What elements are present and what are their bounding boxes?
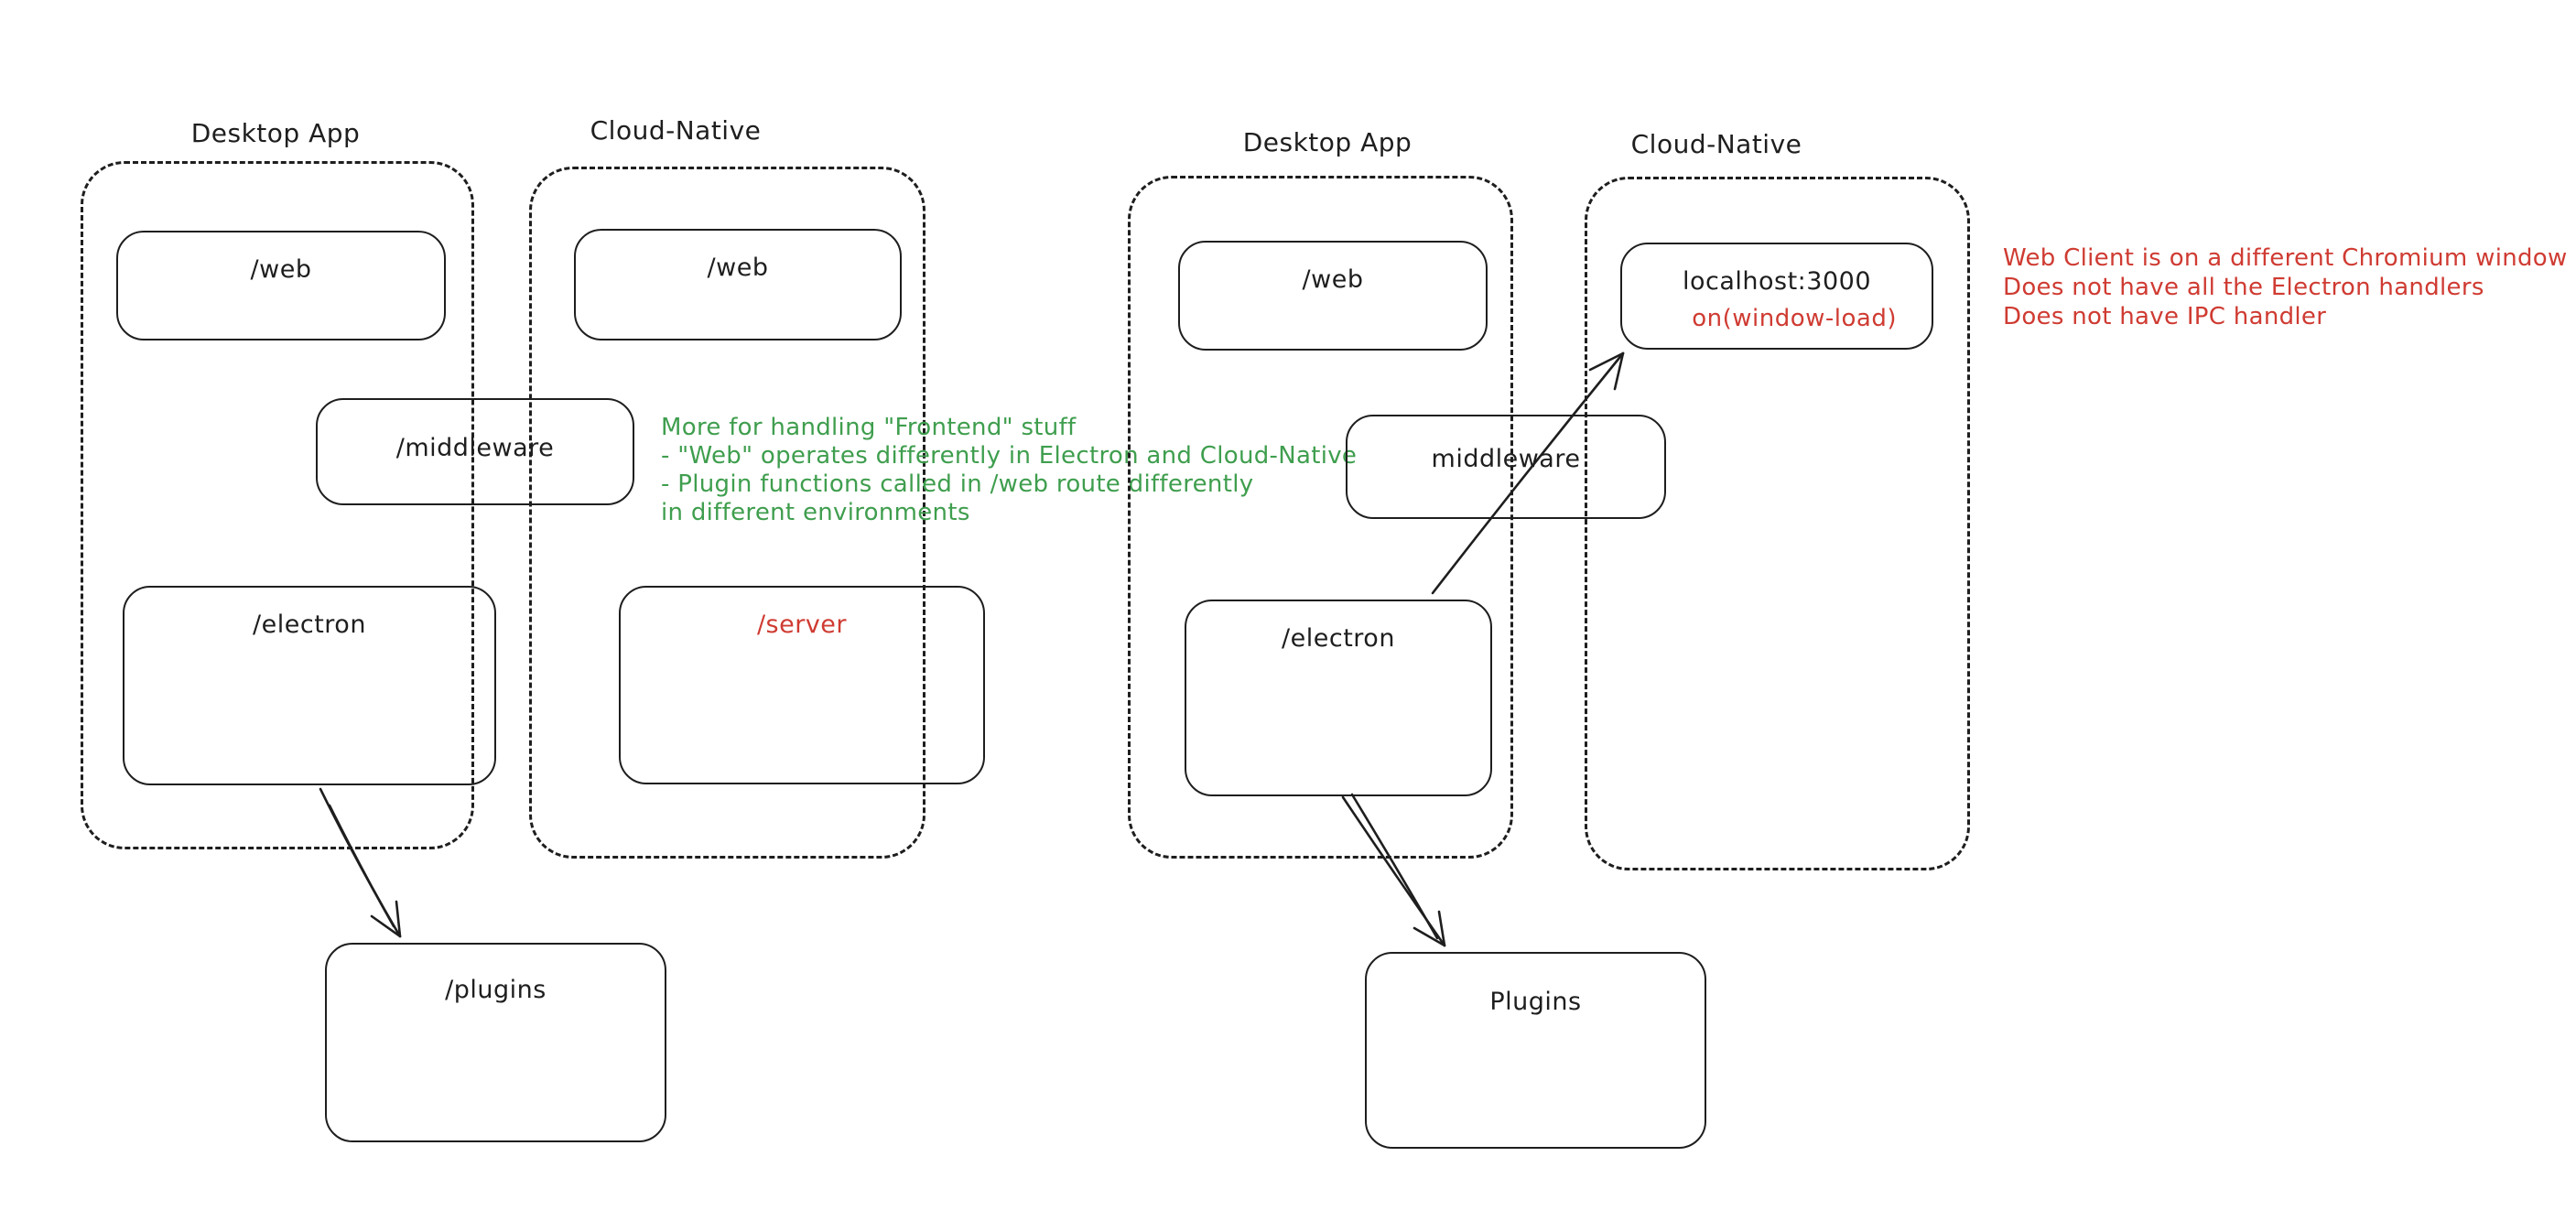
left-cloud-native-container[interactable] (529, 167, 925, 859)
left-desktop-app-title[interactable]: Desktop App (190, 118, 361, 148)
green-annotation-line-4: in different environments (661, 499, 970, 526)
left-cloud-web-box[interactable]: /web (574, 229, 902, 340)
green-annotation[interactable]: More for handling "Frontend" stuff - "We… (661, 414, 1357, 527)
right-electron-label: /electron (1282, 624, 1395, 653)
left-desktop-web-label: /web (250, 255, 312, 284)
green-annotation-line-1: More for handling "Frontend" stuff (661, 414, 1077, 441)
red-annotation-line-3: Does not have IPC handler (2003, 303, 2327, 330)
left-middleware-box[interactable]: /middleware (316, 398, 634, 505)
right-localhost-label: localhost:3000 (1682, 267, 1871, 296)
red-annotation-line-2: Does not have all the Electron handlers (2003, 274, 2484, 301)
green-annotation-line-3: - Plugin functions called in /web route … (661, 470, 1254, 498)
left-electron-box[interactable]: /electron (123, 586, 496, 785)
red-annotation[interactable]: Web Client is on a different Chromium wi… (2003, 243, 2568, 331)
right-middleware-label: middleware (1431, 445, 1581, 473)
left-desktop-app-container[interactable] (81, 161, 474, 849)
left-middleware-label: /middleware (395, 434, 555, 462)
right-desktop-web-box[interactable]: /web (1178, 241, 1488, 351)
right-localhost-box[interactable]: localhost:3000 on(window-load) (1620, 243, 1933, 350)
left-electron-label: /electron (253, 611, 366, 639)
red-annotation-line-1: Web Client is on a different Chromium wi… (2003, 244, 2568, 272)
left-server-box[interactable]: /server (619, 586, 985, 784)
right-cloud-native-title[interactable]: Cloud-Native (1630, 129, 1802, 159)
right-plugins-box[interactable]: Plugins (1365, 952, 1706, 1149)
left-cloud-web-label: /web (707, 254, 769, 282)
left-server-label: /server (756, 611, 848, 639)
right-electron-box[interactable]: /electron (1185, 600, 1492, 796)
right-desktop-web-label: /web (1302, 265, 1364, 294)
right-desktop-app-title[interactable]: Desktop App (1242, 127, 1412, 157)
right-on-window-load-label: on(window-load) (1692, 305, 1897, 332)
left-desktop-web-box[interactable]: /web (116, 231, 446, 340)
green-annotation-line-2: - "Web" operates differently in Electron… (661, 442, 1358, 470)
left-plugins-label: /plugins (445, 976, 547, 1004)
left-plugins-box[interactable]: /plugins (325, 943, 666, 1142)
right-middleware-box[interactable]: middleware (1346, 415, 1666, 519)
right-plugins-label: Plugins (1489, 988, 1582, 1016)
left-cloud-native-title[interactable]: Cloud-Native (590, 115, 762, 146)
